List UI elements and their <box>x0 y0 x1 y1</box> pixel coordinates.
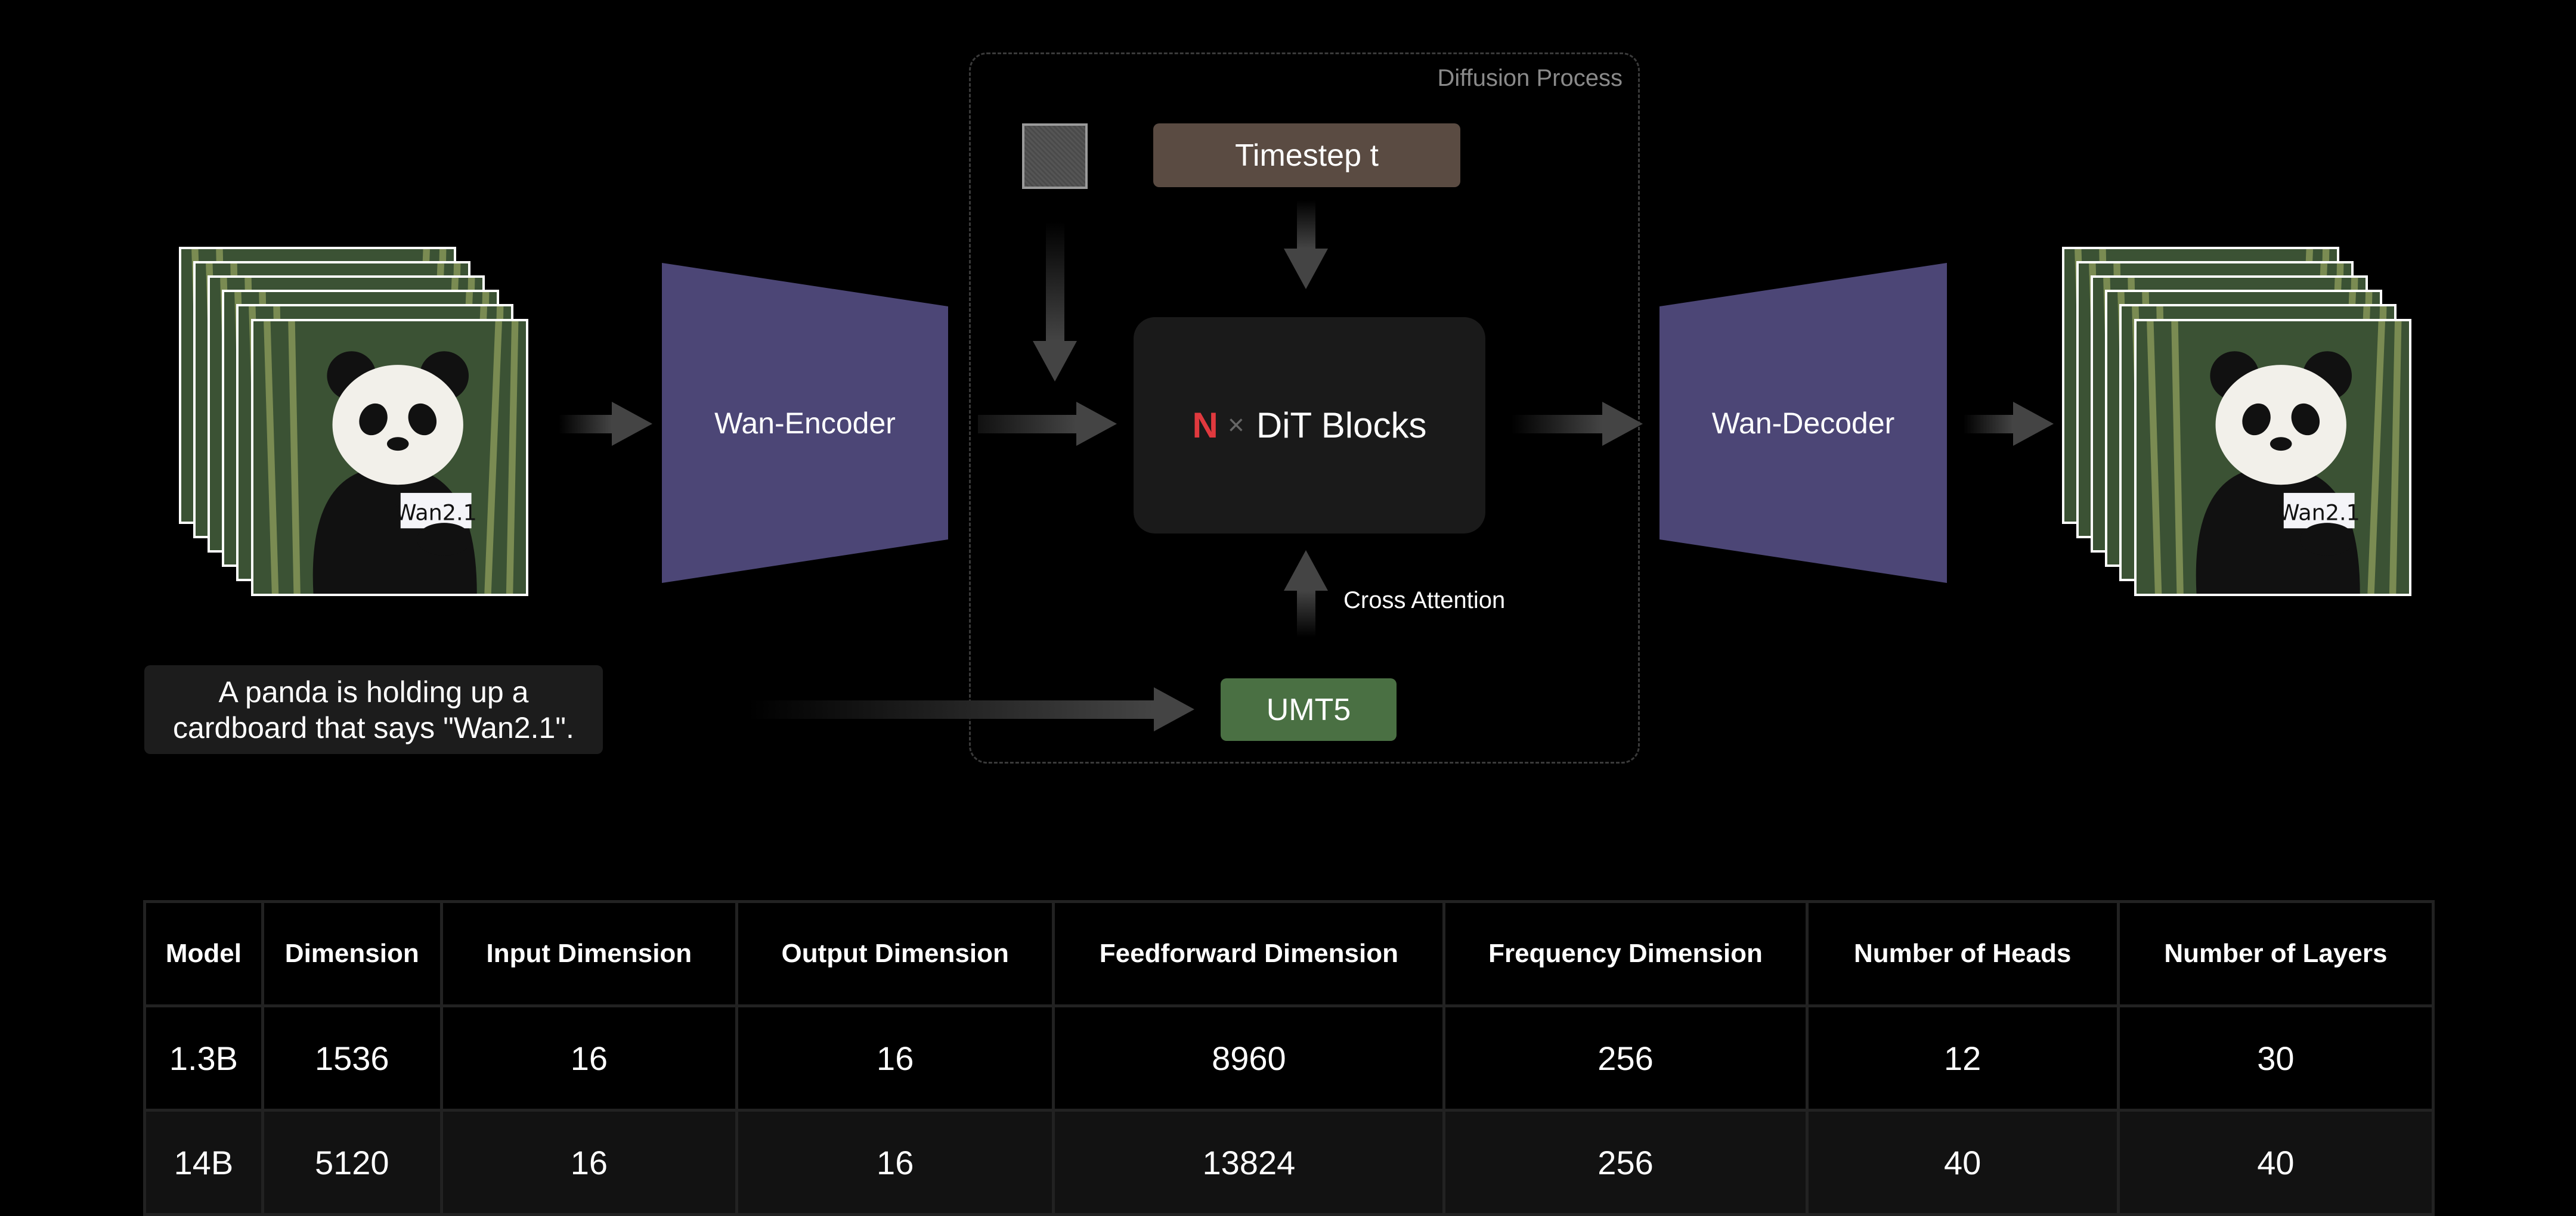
arrow-right-icon <box>978 402 1117 446</box>
times-symbol: × <box>1227 410 1244 441</box>
arrow-down-icon <box>1284 200 1328 289</box>
cross-attention-label: Cross Attention <box>1343 587 1506 613</box>
table-cell: 16 <box>735 1004 1055 1112</box>
table-cell: 40 <box>2116 1109 2435 1216</box>
table-header: Number of Layers <box>2116 900 2435 1007</box>
table-cell: 14B <box>143 1109 264 1216</box>
decoder-label: Wan-Decoder <box>1711 406 1895 440</box>
table-header: Dimension <box>261 900 443 1007</box>
table-header: Input Dimension <box>439 900 739 1007</box>
table-cell: 16 <box>735 1109 1055 1216</box>
diffusion-process-label: Diffusion Process <box>1437 65 1623 91</box>
input-frame <box>251 319 528 596</box>
table-header: Feedforward Dimension <box>1052 900 1446 1007</box>
arrow-up-icon <box>1284 550 1328 637</box>
wan-encoder: Wan-Encoder <box>662 263 948 583</box>
table-header-row: Model Dimension Input Dimension Output D… <box>143 900 2435 1007</box>
dit-label: DiT Blocks <box>1256 405 1427 445</box>
table-cell: 1.3B <box>143 1004 264 1112</box>
output-frame <box>2134 319 2411 596</box>
table-cell: 256 <box>1442 1004 1809 1112</box>
model-config-table: Model Dimension Input Dimension Output D… <box>143 900 2435 1216</box>
timestep-box: Timestep t <box>1153 123 1460 187</box>
table-cell: 40 <box>1805 1109 2120 1216</box>
table-row: 1.3B 1536 16 16 8960 256 12 30 <box>143 1004 2435 1112</box>
arrow-right-icon <box>559 402 652 446</box>
dit-count-n: N <box>1192 405 1218 445</box>
table-cell: 16 <box>439 1109 739 1216</box>
table-cell: 256 <box>1442 1109 1809 1216</box>
arrow-right-icon <box>748 687 1194 731</box>
table-cell: 5120 <box>261 1109 443 1216</box>
table-cell: 8960 <box>1052 1004 1446 1112</box>
noise-latent <box>1022 123 1088 189</box>
table-header: Frequency Dimension <box>1442 900 1809 1007</box>
table-cell: 13824 <box>1052 1109 1446 1216</box>
arrow-right-icon <box>1512 402 1643 446</box>
arrow-down-icon <box>1033 222 1077 381</box>
table-header: Number of Heads <box>1805 900 2120 1007</box>
table-cell: 1536 <box>261 1004 443 1112</box>
table-cell: 30 <box>2116 1004 2435 1112</box>
table-cell: 16 <box>439 1004 739 1112</box>
arrow-right-icon <box>1963 402 2054 446</box>
prompt-line: A panda is holding up a <box>218 675 529 709</box>
prompt-line: cardboard that says "Wan2.1". <box>173 711 574 745</box>
encoder-label: Wan-Encoder <box>714 406 896 440</box>
umt5-encoder: UMT5 <box>1221 678 1397 741</box>
table-row: 14B 5120 16 16 13824 256 40 40 <box>143 1109 2435 1216</box>
wan-decoder: Wan-Decoder <box>1659 263 1947 583</box>
table-header: Output Dimension <box>735 900 1055 1007</box>
dit-blocks: N × DiT Blocks <box>1134 317 1485 533</box>
table-header: Model <box>143 900 264 1007</box>
table-cell: 12 <box>1805 1004 2120 1112</box>
